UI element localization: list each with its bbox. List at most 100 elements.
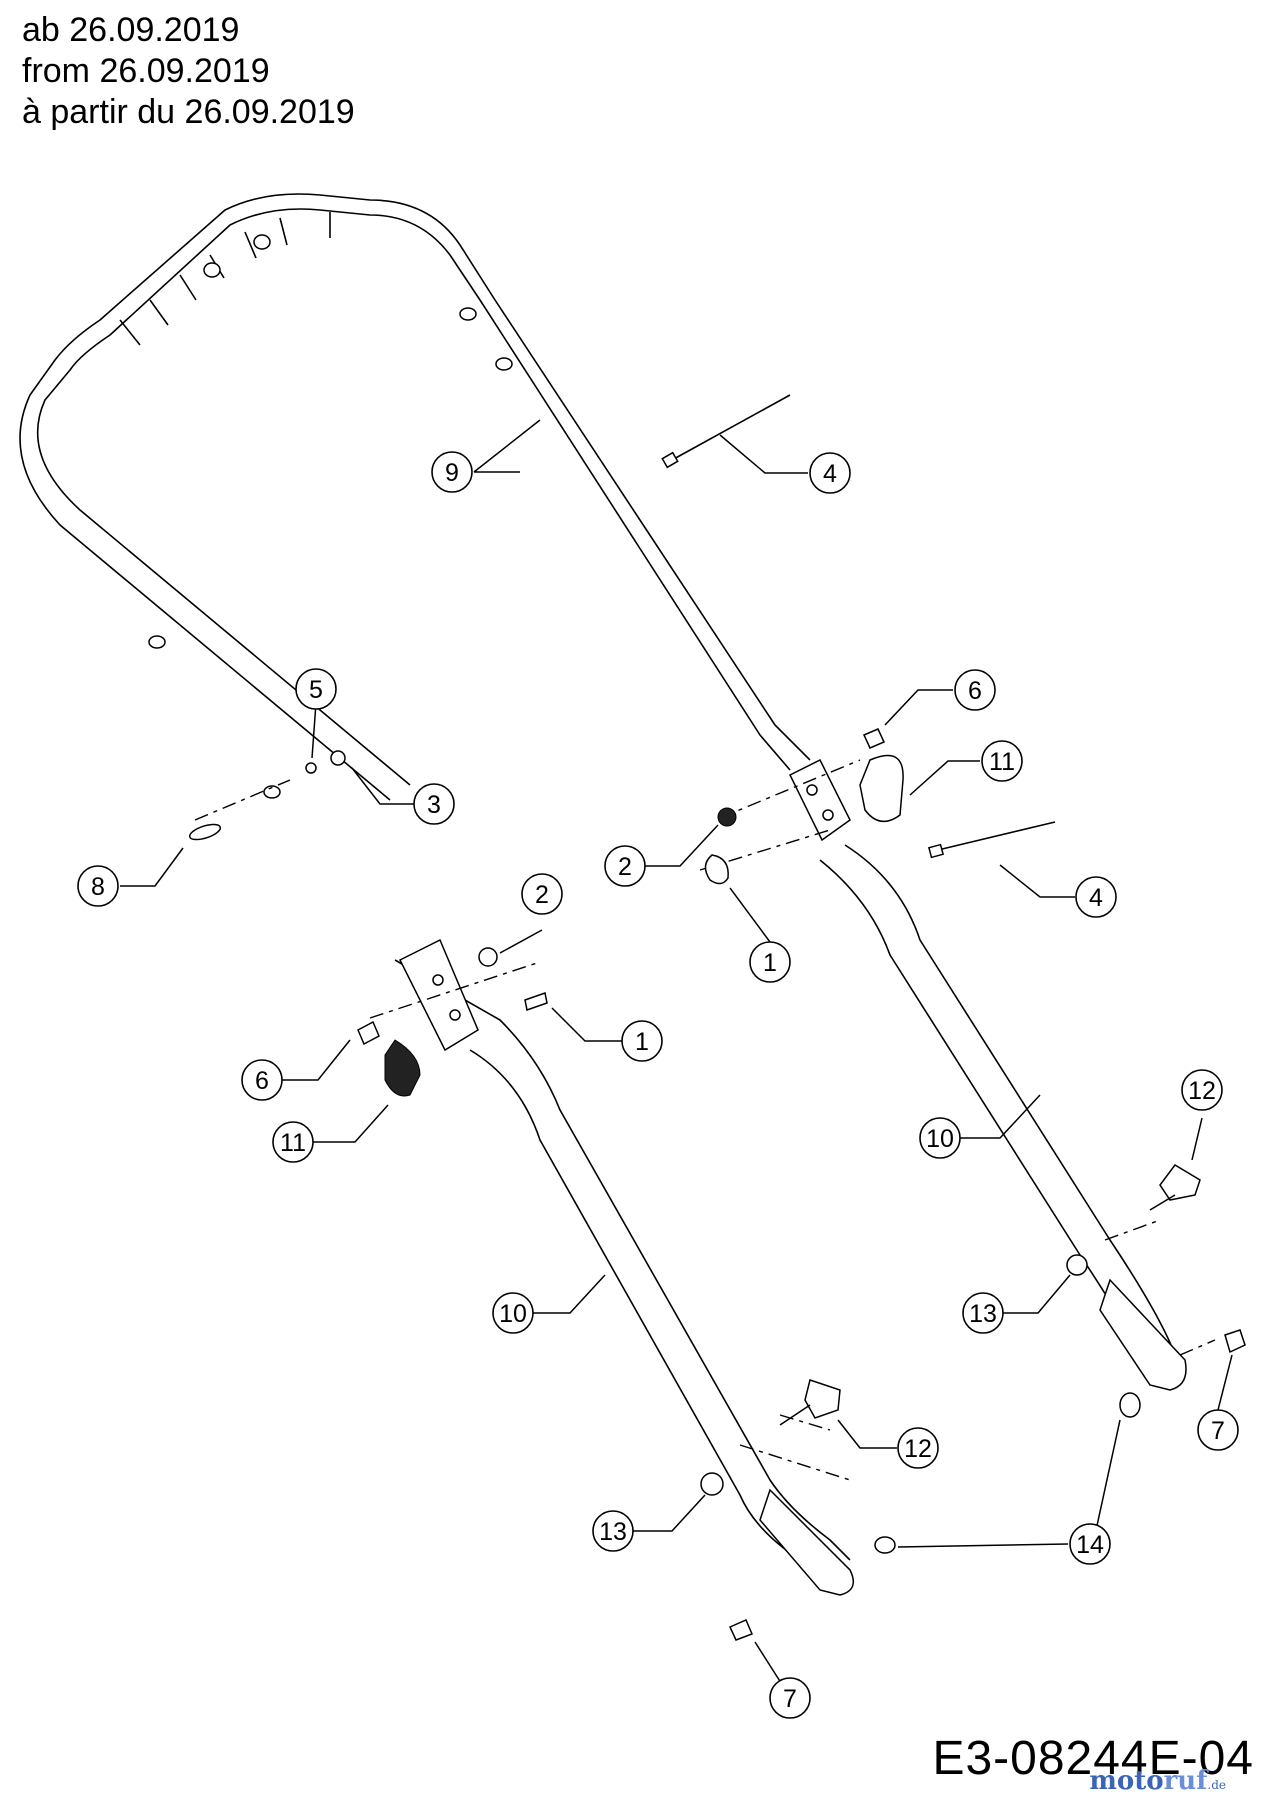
- svg-text:9: 9: [445, 459, 459, 487]
- leader-12a: [1191, 1117, 1203, 1161]
- knob-12-right: [1159, 1164, 1201, 1201]
- bracket-hole-r2: [822, 809, 834, 821]
- svg-text:10: 10: [499, 1300, 527, 1328]
- svg-text:6: 6: [968, 677, 982, 705]
- callout-12-left: 12: [897, 1427, 939, 1469]
- svg-text:12: 12: [1188, 1077, 1216, 1105]
- svg-text:7: 7: [1211, 1417, 1225, 1445]
- nut-3: [330, 750, 346, 766]
- lower-left-inner: [469, 1049, 821, 1581]
- knob-12-left: [804, 1379, 841, 1419]
- svg-text:8: 8: [91, 873, 105, 901]
- grip-band-1: [119, 212, 331, 346]
- screw-7-left: [728, 1619, 753, 1641]
- axis-right-foot: [1179, 1339, 1216, 1356]
- lower-right-bracket: [788, 758, 851, 842]
- svg-text:4: 4: [1089, 884, 1103, 912]
- callout-4-upper: 4: [809, 452, 851, 494]
- handle-rivet-1: [203, 262, 221, 278]
- svg-text:13: 13: [969, 1300, 997, 1328]
- svg-text:3: 3: [427, 791, 441, 819]
- upper-handle: [19, 193, 811, 801]
- axis-upper-left: [194, 779, 291, 821]
- svg-text:2: 2: [618, 853, 632, 881]
- handle-hole-3: [148, 635, 166, 649]
- svg-text:1: 1: [763, 949, 777, 977]
- lower-left-end: [759, 1488, 855, 1596]
- callout-13-right: 13: [962, 1292, 1004, 1334]
- lower-right-end: [1099, 1278, 1187, 1391]
- svg-text:12: 12: [904, 1435, 932, 1463]
- axis-left-knob: [779, 1414, 831, 1431]
- callout-7-left: 7: [769, 1677, 811, 1719]
- date-line-de: ab 26.09.2019: [22, 11, 240, 49]
- leader-11b: [313, 1104, 389, 1143]
- leader-3: [351, 767, 418, 805]
- date-line-en: from 26.09.2019: [22, 52, 270, 90]
- callout-7-right: 7: [1197, 1409, 1239, 1451]
- knob-11-left: [384, 1039, 421, 1097]
- leader-10a: [960, 1094, 1041, 1139]
- bolt-1-left: [524, 992, 548, 1011]
- drawing-code: E3-08244E-04: [932, 1732, 1254, 1785]
- date-line-fr: à partir du 26.09.2019: [22, 93, 355, 131]
- nut-2-left: [478, 947, 498, 967]
- svg-text:4: 4: [823, 460, 837, 488]
- callout-10-right: 10: [919, 1117, 961, 1159]
- bracket-hole-l1: [432, 974, 444, 986]
- handle-rivet-2: [253, 234, 271, 250]
- axis-right-knob: [1104, 1219, 1161, 1241]
- leader-14a: [1092, 1419, 1121, 1545]
- axis-right-bracket: [719, 759, 861, 819]
- small-parts: [188, 394, 1246, 1641]
- bolt-1-right: [704, 854, 729, 885]
- leader-5: [311, 702, 317, 759]
- washer-14-upper: [1119, 1392, 1141, 1418]
- callout-6-right: 6: [954, 669, 996, 711]
- callout-11-right: 11: [981, 740, 1023, 782]
- callout-8: 8: [77, 865, 119, 907]
- leader-4a: [719, 434, 808, 474]
- leader-1a: [729, 887, 771, 943]
- leader-6b: [280, 1039, 351, 1081]
- leader-7b: [754, 1641, 784, 1687]
- svg-text:10: 10: [926, 1125, 954, 1153]
- callout-5: 5: [295, 668, 337, 710]
- upper-handle-inner: [19, 193, 811, 801]
- header-dates: ab 26.09.2019 from 26.09.2019 à partir d…: [22, 10, 355, 133]
- svg-text:13: 13: [599, 1518, 627, 1546]
- nut-2-right: [717, 807, 737, 827]
- washer-5: [305, 762, 317, 774]
- callout-1-right: 1: [749, 941, 791, 983]
- leader-6a: [884, 689, 953, 726]
- callout-1-left: 1: [621, 1020, 663, 1062]
- svg-text:1: 1: [635, 1028, 649, 1056]
- leader-13b: [633, 1494, 706, 1532]
- callout-6-left: 6: [241, 1059, 283, 1101]
- cable-tie-lower: [937, 821, 1056, 851]
- handle-hole-1: [459, 307, 477, 321]
- svg-text:7: 7: [783, 1685, 797, 1713]
- handle-hole-4: [263, 785, 281, 799]
- cable-tie-upper-head: [661, 451, 679, 469]
- watermark-logo: motoruf.de: [1089, 1766, 1226, 1796]
- svg-text:11: 11: [280, 1129, 306, 1157]
- lower-left-outer: [394, 959, 851, 1561]
- callout-13-left: 13: [592, 1510, 634, 1552]
- callout-2-right: 2: [604, 845, 646, 887]
- leader-lines: [120, 419, 1233, 1687]
- leader-2a: [644, 824, 719, 867]
- leader-4b: [999, 864, 1075, 898]
- callout-3: 3: [413, 783, 455, 825]
- svg-text:2: 2: [535, 881, 549, 909]
- leader-8: [120, 847, 184, 887]
- svg-text:14: 14: [1076, 1531, 1104, 1559]
- callout-12-right: 12: [1181, 1069, 1223, 1111]
- leader-12b: [837, 1419, 897, 1449]
- knob-11-right: [859, 754, 904, 823]
- callout-9: 9: [431, 451, 473, 493]
- leader-7a: [1217, 1354, 1233, 1411]
- callout-2-left: 2: [521, 873, 563, 915]
- callout-11-left: 11: [272, 1121, 314, 1163]
